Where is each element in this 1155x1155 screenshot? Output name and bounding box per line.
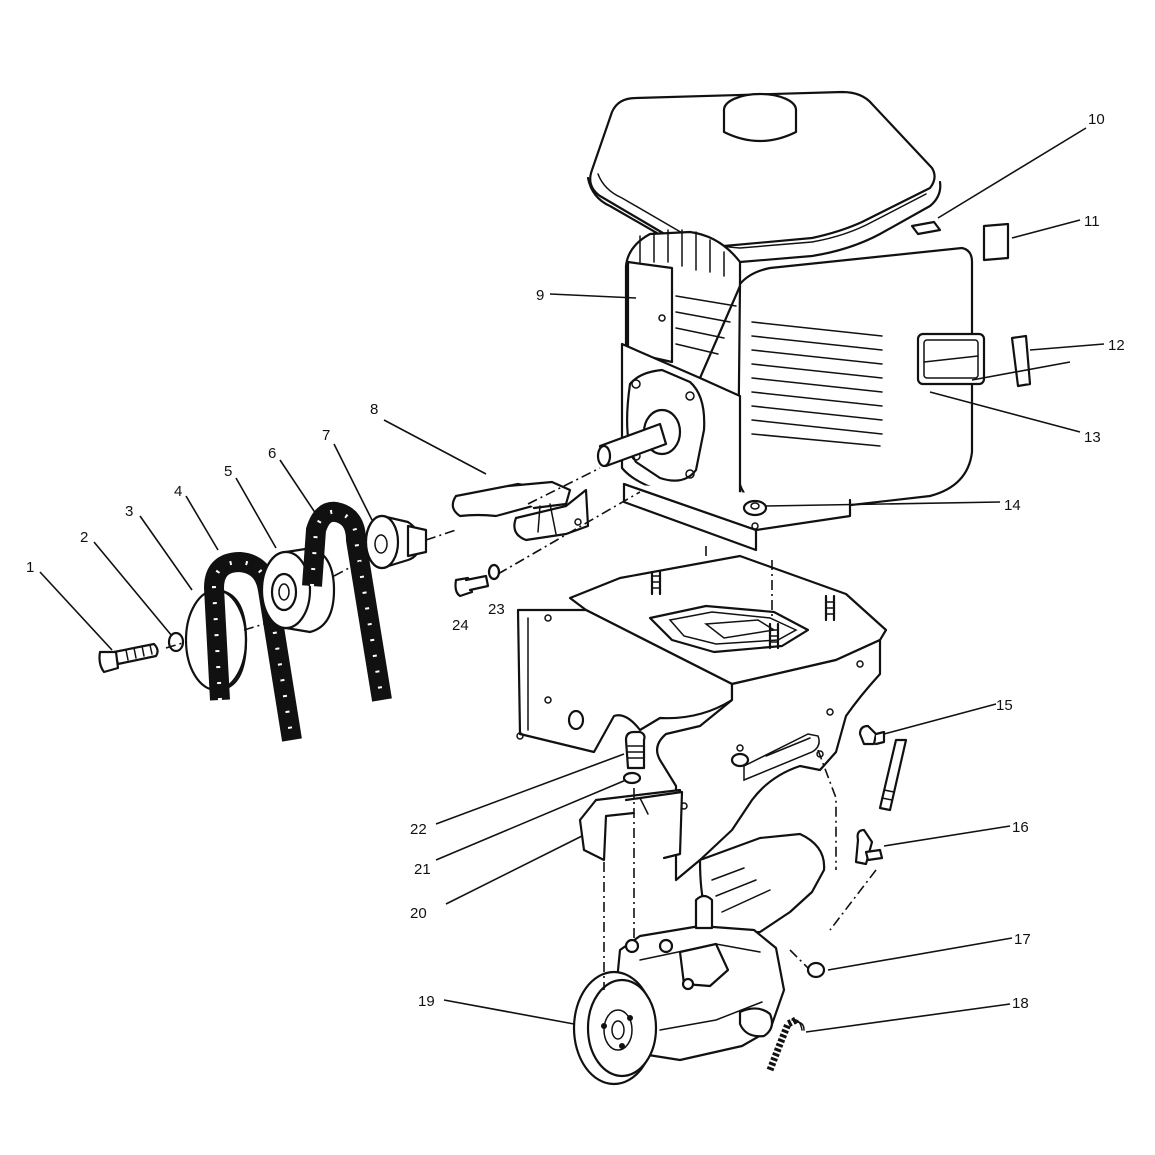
leader-lines [39, 127, 1105, 1033]
cylinder-fins [624, 229, 742, 380]
callout-4: 4 [174, 483, 182, 500]
callout-1: 1 [26, 559, 34, 576]
callout-22: 22 [410, 821, 427, 838]
decal-11 [982, 222, 1010, 262]
fuel-tank [586, 90, 942, 264]
spring-18 [766, 1016, 798, 1072]
bracket-20 [578, 788, 684, 862]
callout-15: 15 [996, 697, 1013, 714]
callout-14: 14 [1004, 497, 1021, 514]
screw-24 [454, 574, 490, 598]
stud-16 [854, 738, 908, 866]
bolt-1 [98, 642, 159, 674]
callout-13: 13 [1084, 429, 1101, 446]
blower-housing [736, 246, 986, 514]
callout-10: 10 [1088, 111, 1105, 128]
engine-mount-frame [516, 554, 888, 882]
callout-20: 20 [410, 905, 427, 922]
callout-24: 24 [452, 617, 469, 634]
washer-23 [487, 563, 501, 581]
callout-8: 8 [370, 401, 378, 418]
callout-18: 18 [1012, 995, 1029, 1012]
pulley-7 [364, 514, 428, 570]
callout-7: 7 [322, 427, 330, 444]
decal-10 [910, 220, 942, 236]
callout-17: 17 [1014, 931, 1031, 948]
washer-21 [622, 771, 642, 785]
callout-23: 23 [488, 601, 505, 618]
callout-labels: 1 2 3 4 5 6 7 8 9 10 11 12 13 14 15 16 1… [26, 111, 1125, 1012]
callout-5: 5 [224, 463, 232, 480]
belt-6 [302, 501, 392, 702]
decal-12 [1010, 334, 1032, 388]
nut-14 [742, 499, 768, 530]
gearbox-19 [572, 832, 826, 1086]
callout-2: 2 [80, 529, 88, 546]
engine [586, 90, 986, 552]
callout-19: 19 [418, 993, 435, 1010]
screw-22 [624, 730, 646, 770]
callout-21: 21 [414, 861, 431, 878]
callout-9: 9 [536, 287, 544, 304]
crankcase [596, 342, 852, 552]
callout-12: 12 [1108, 337, 1125, 354]
callout-11: 11 [1084, 213, 1100, 230]
callout-16: 16 [1012, 819, 1029, 836]
callout-3: 3 [125, 503, 133, 520]
bolt-15 [858, 724, 886, 746]
bracket-8 [451, 480, 590, 542]
assembly-lines [165, 467, 877, 990]
callout-6: 6 [268, 445, 276, 462]
nut-17 [806, 961, 826, 979]
